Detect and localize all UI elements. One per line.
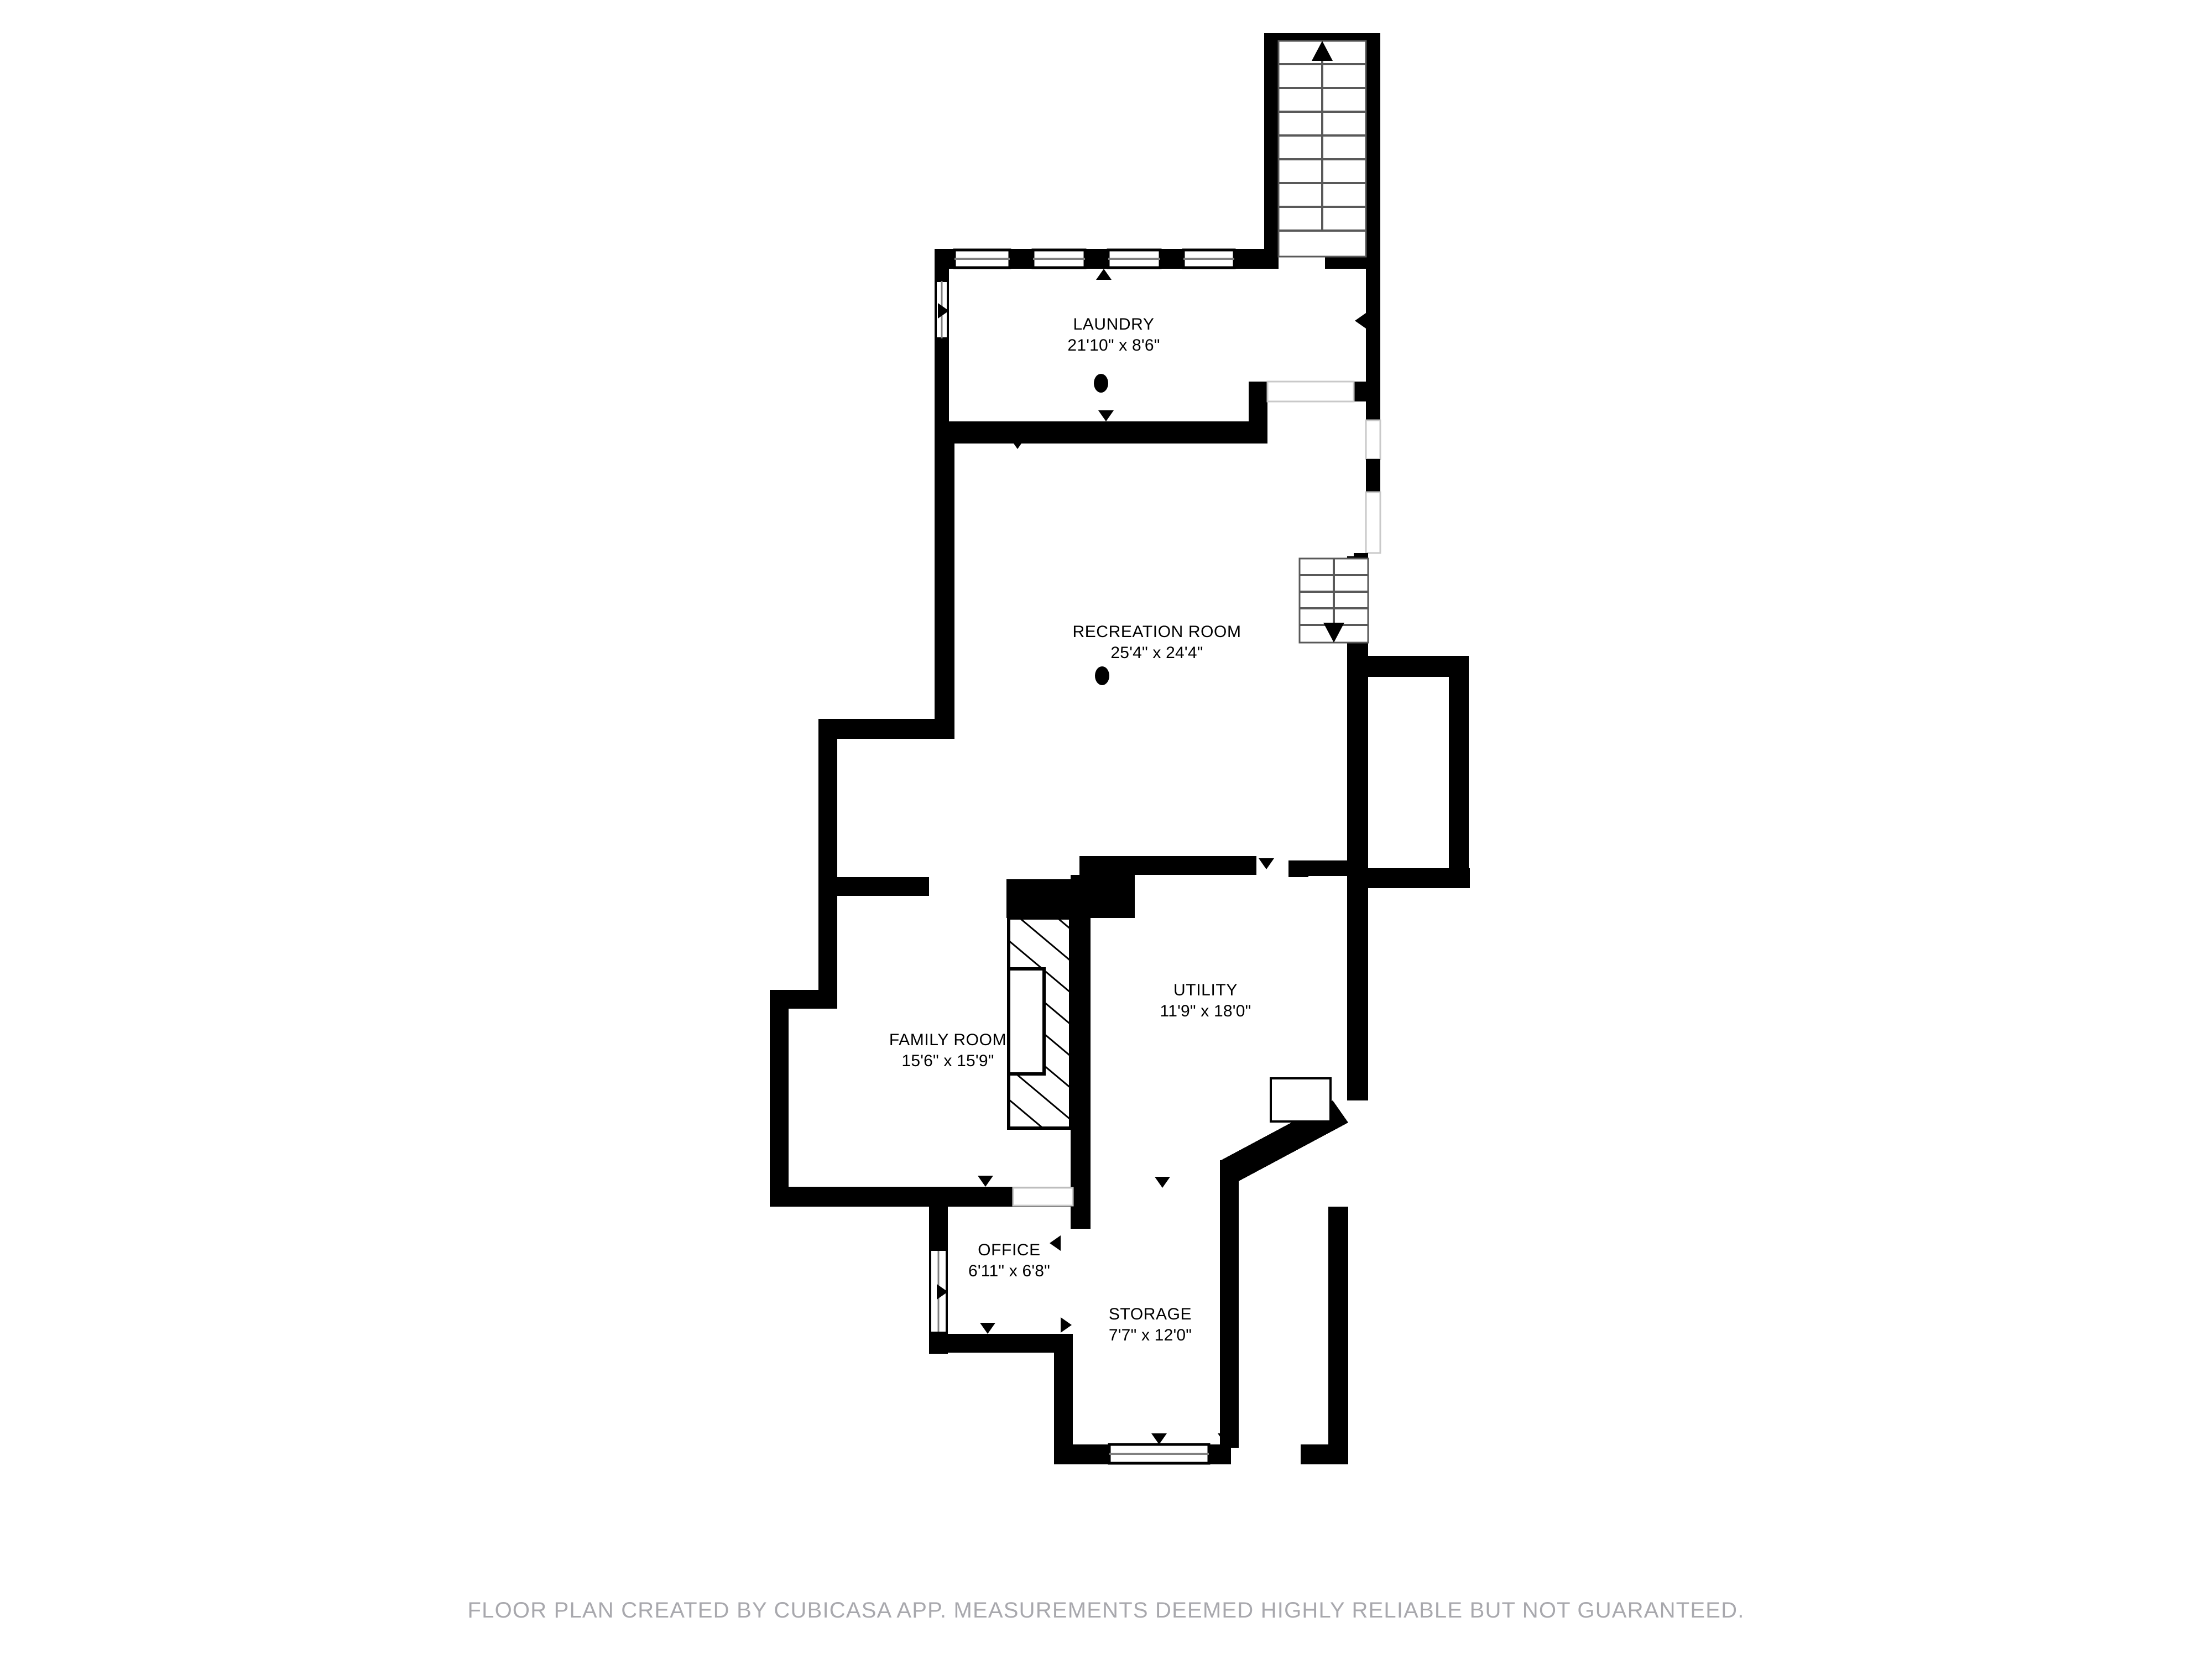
wall-thin-right-lower <box>1365 491 1381 554</box>
opening-marker-rec-left <box>818 759 830 774</box>
wall-rec-left-upper <box>935 421 954 737</box>
wall-rec-left-mid <box>818 719 837 896</box>
wall-laundry-right <box>1366 249 1380 382</box>
wall-upper-stair-left <box>1264 33 1279 254</box>
wall-rec-step-top <box>818 719 954 739</box>
wall-central-top <box>1079 856 1256 875</box>
opening-marker-storage-east <box>1329 1317 1340 1333</box>
wall-laundry-top-seg-4 <box>1234 249 1279 269</box>
opening-marker-storage-bot-b <box>1218 1433 1233 1444</box>
room-marker-group <box>1094 374 1109 685</box>
wall-upper-stair-top <box>1264 33 1380 41</box>
opening-marker-laundry-bottom-a <box>1098 410 1114 421</box>
wall-lower-left-vert <box>1220 1160 1239 1448</box>
wall-office-bottom <box>929 1334 1073 1353</box>
opening-marker-storage-bottom <box>1151 1433 1167 1444</box>
wall-family-left-upper <box>818 877 837 1004</box>
wall-family-bottom <box>770 1187 1013 1207</box>
window-laundry-top-1 <box>953 248 1011 269</box>
opening-marker-central <box>1071 968 1082 983</box>
opening-marker-family-left <box>770 1060 781 1075</box>
window-laundry-top-4 <box>1182 248 1236 269</box>
opening-marker-office-top <box>1155 1177 1170 1188</box>
opening-marker-office-bottom <box>980 1323 995 1334</box>
wall-storage-left <box>1054 1334 1073 1464</box>
opening-marker-laundry-top <box>1096 269 1112 280</box>
firebox <box>1007 967 1046 1076</box>
opening-marker-office-door <box>937 1284 948 1300</box>
up-arrow-icon <box>1312 41 1333 61</box>
opening-marker-laundry-bottom-b <box>1010 438 1025 449</box>
room-marker-laundry <box>1094 374 1108 393</box>
utility-fixture <box>1270 1077 1332 1123</box>
opening-marker-utility-top <box>1259 858 1274 869</box>
wall-bumpout-right <box>1449 656 1469 888</box>
door-opening-family-south <box>1012 1187 1074 1207</box>
wall-storage-right <box>1328 1207 1348 1464</box>
wall-stairshaft-right-nub <box>1366 401 1380 420</box>
wall-laundry-left-upper <box>935 249 949 281</box>
stairs-upper[interactable] <box>1277 40 1367 258</box>
wall-laundry-top-seg-1 <box>1010 249 1033 269</box>
opening-marker-office-east <box>1050 1235 1061 1251</box>
opening-marker-group <box>770 269 1366 1444</box>
opening-marker-storage-west <box>1061 1317 1072 1333</box>
window-storage-bottom <box>1108 1443 1211 1465</box>
wall-central-vert <box>1071 875 1091 1229</box>
wall-laundry-top-seg-2 <box>1085 249 1108 269</box>
wall-laundry-bottom-return <box>1249 382 1267 444</box>
fireplace <box>1007 916 1072 1130</box>
wall-laundry-top-seg-3 <box>1160 249 1183 269</box>
window-laundry-top-3 <box>1107 248 1162 269</box>
wall-right-nub-a <box>1366 459 1380 492</box>
wall-laundry-bottom <box>935 421 1255 444</box>
opening-marker-diagonal <box>1231 1157 1242 1172</box>
down-arrow-icon <box>1323 623 1344 643</box>
wall-thin-right-upper <box>1365 419 1381 460</box>
opening-marker-utility-right <box>1348 982 1359 998</box>
opening-marker-family-bottom <box>978 1176 993 1187</box>
opening-marker-laundry-right <box>1355 313 1366 328</box>
wall-family-left-lower <box>770 990 789 1206</box>
stairs-lower[interactable] <box>1298 557 1369 644</box>
window-laundry-top-2 <box>1031 248 1087 269</box>
wall-fireplace-cap <box>1006 885 1081 918</box>
opening-marker-laundry-left <box>938 303 949 319</box>
wall-utility-top-left-nub <box>1288 860 1308 877</box>
footer-disclaimer: FLOOR PLAN CREATED BY CUBICASA APP. MEAS… <box>467 1598 1745 1623</box>
door-opening-laundry-east <box>1266 380 1355 403</box>
wall-family-spur-b <box>863 879 929 895</box>
wall-laundry-right-jamb <box>1354 382 1380 401</box>
opening-marker-rec-right <box>1347 766 1358 782</box>
wall-upper-stair-right <box>1366 33 1380 254</box>
wall-bumpout-top <box>1347 656 1469 677</box>
room-marker-recreation-room <box>1095 666 1109 685</box>
opening-marker-central-lower <box>1079 1119 1091 1135</box>
